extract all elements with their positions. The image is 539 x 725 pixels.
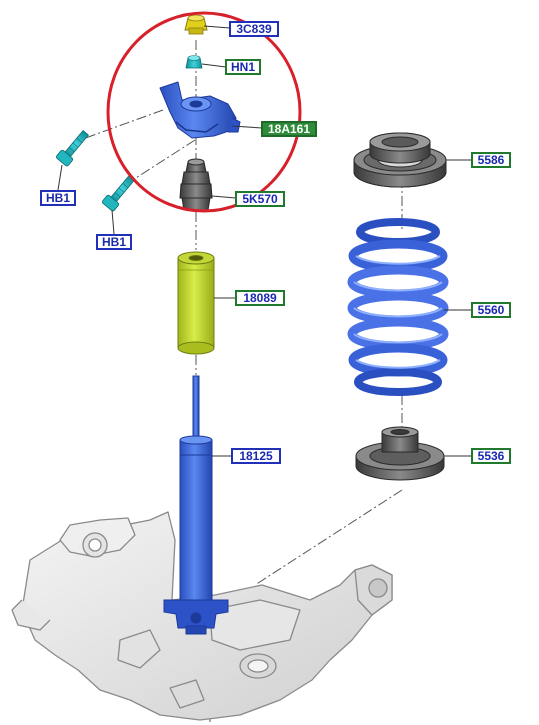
- part-label-hn1: HN1: [225, 59, 261, 75]
- part-label-5536: 5536: [471, 448, 511, 464]
- part-label-5k570: 5K570: [235, 191, 285, 207]
- leader-hb1-left: [57, 164, 63, 191]
- leader-3c839: [203, 25, 231, 29]
- upper-spring-seat-5586: [353, 132, 447, 188]
- part-label-18089: 18089: [235, 290, 285, 306]
- top-nut-3c839: [184, 14, 208, 35]
- part-label-hb1-left: HB1: [40, 190, 76, 206]
- highlight-circle: [106, 11, 302, 213]
- shock-absorber-18125: [163, 375, 229, 635]
- part-label-5560: 5560: [471, 302, 511, 318]
- bolt-hb1-lower: [102, 175, 136, 212]
- nut-hn1: [185, 55, 203, 69]
- part-label-3c839: 3C839: [229, 21, 279, 37]
- part-label-18125: 18125: [231, 448, 281, 464]
- part-label-18a161: 18A161: [261, 121, 317, 137]
- part-label-hb1-lower: HB1: [96, 234, 132, 250]
- bolt-hb1-left: [56, 130, 90, 167]
- bump-stop-5k570: [179, 158, 213, 211]
- leader-5k570: [211, 195, 237, 199]
- leader-hb1-lower: [111, 209, 115, 235]
- leader-hn1: [201, 63, 227, 68]
- lower-spring-seat-5536: [355, 426, 445, 481]
- upper-mount-18a161: [159, 81, 241, 139]
- dust-boot-18089: [177, 251, 215, 355]
- part-label-5586: 5586: [471, 152, 511, 168]
- coil-spring-5560: [347, 218, 449, 396]
- leader-18a161: [231, 125, 263, 129]
- coil-spring-highlights: [353, 255, 443, 369]
